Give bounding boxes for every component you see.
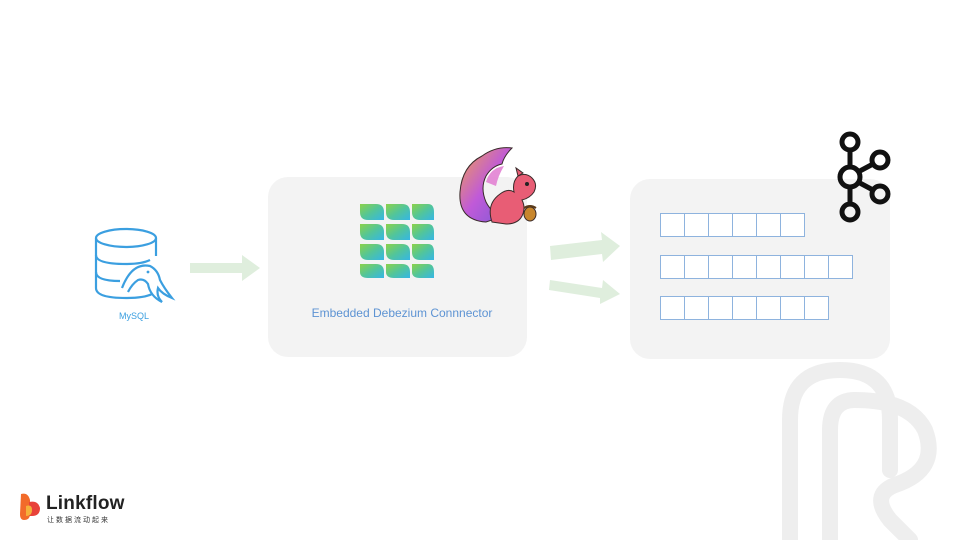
partition-cell xyxy=(780,296,805,320)
partition-cell xyxy=(780,255,805,279)
partition-cell xyxy=(756,255,781,279)
partition-cell xyxy=(684,255,709,279)
brand-tagline: 让数据流动起来 xyxy=(47,517,110,524)
flink-squirrel-icon xyxy=(459,147,537,225)
linkflow-logo-icon xyxy=(20,493,40,520)
partition-cell xyxy=(828,255,853,279)
partition-cell xyxy=(780,213,805,237)
partition-row xyxy=(660,213,805,237)
partition-cell xyxy=(660,296,685,320)
right-arrow-icon xyxy=(190,255,260,281)
partition-cell xyxy=(756,296,781,320)
partition-cell xyxy=(804,255,829,279)
partition-row xyxy=(660,255,853,279)
debezium-logo-icon xyxy=(360,204,434,278)
partition-cell xyxy=(804,296,829,320)
partition-cell xyxy=(732,213,757,237)
partition-cell xyxy=(756,213,781,237)
partition-cell xyxy=(660,255,685,279)
brand-watermark-icon xyxy=(782,361,937,540)
partition-cell xyxy=(708,296,733,320)
partition-cell xyxy=(708,255,733,279)
partition-cell xyxy=(732,296,757,320)
kafka-logo-icon xyxy=(837,131,891,223)
connector-label: Embedded Debezium Connnector xyxy=(311,306,493,320)
partition-cell xyxy=(732,255,757,279)
brand-name: Linkflow xyxy=(46,493,125,514)
partition-cell xyxy=(708,213,733,237)
split-arrows-icon xyxy=(549,232,620,304)
partition-cell xyxy=(684,213,709,237)
partition-row xyxy=(660,296,829,320)
partition-cell xyxy=(660,213,685,237)
mysql-database-icon xyxy=(94,227,176,303)
mysql-label: MySQL xyxy=(118,311,149,321)
partition-cell xyxy=(684,296,709,320)
